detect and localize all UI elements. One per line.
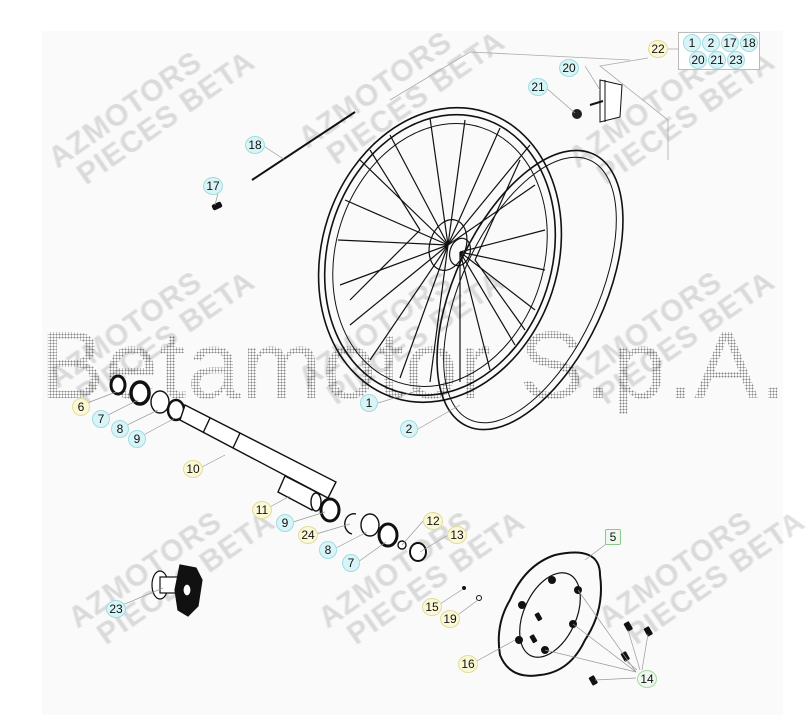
spoked-wheel [317,106,563,404]
part-callout-16[interactable]: 16 [458,655,478,673]
rim-lock-part [589,79,623,123]
part-callout-5[interactable]: 5 [605,529,621,545]
part-callout-14[interactable]: 14 [637,670,657,688]
part-callout-8[interactable]: 8 [111,420,129,438]
part-callout-1[interactable]: 1 [360,394,378,412]
part-callout-9[interactable]: 9 [128,430,146,448]
kit-item: 1 [683,34,701,52]
part-callout-22[interactable]: 22 [648,40,668,58]
part-callout-20[interactable]: 20 [559,59,579,77]
part-callout-6[interactable]: 6 [72,398,90,416]
part-callout-17[interactable]: 17 [203,177,223,195]
part-callout-23[interactable]: 23 [106,600,126,618]
diagram-panel [42,31,783,715]
part-callout-8[interactable]: 8 [319,541,337,559]
kit-contents-box: 1 2 17 18 20 21 23 [678,32,760,70]
brake-disc-part [497,551,602,677]
part-callout-12[interactable]: 12 [423,512,443,530]
kit-item: 2 [702,34,720,52]
kit-row-1: 1 2 17 18 [683,34,758,52]
kit-item: 17 [721,34,739,52]
kit-item: 21 [708,51,726,69]
rim-band [436,149,624,431]
axle-assembly [109,374,427,562]
kit-item: 23 [727,51,745,69]
spoke-part [251,111,356,181]
hub-part [151,564,203,617]
nipple-part [211,201,223,211]
kit-item: 18 [740,34,758,52]
part-callout-15[interactable]: 15 [422,598,442,616]
kit-row-2: 20 21 23 [689,51,745,69]
part-callout-24[interactable]: 24 [298,526,318,544]
part-callout-10[interactable]: 10 [183,460,203,478]
nut-part [572,109,582,119]
part-callout-9[interactable]: 9 [276,514,294,532]
part-callout-13[interactable]: 13 [447,526,467,544]
part-callout-11[interactable]: 11 [252,501,272,519]
part-callout-21[interactable]: 21 [528,78,548,96]
kit-item: 20 [689,51,707,69]
part-callout-7[interactable]: 7 [342,554,360,572]
part-callout-7[interactable]: 7 [92,410,110,428]
part-callout-18[interactable]: 18 [245,136,265,154]
part-callout-2[interactable]: 2 [400,420,418,438]
part-callout-19[interactable]: 19 [440,610,460,628]
